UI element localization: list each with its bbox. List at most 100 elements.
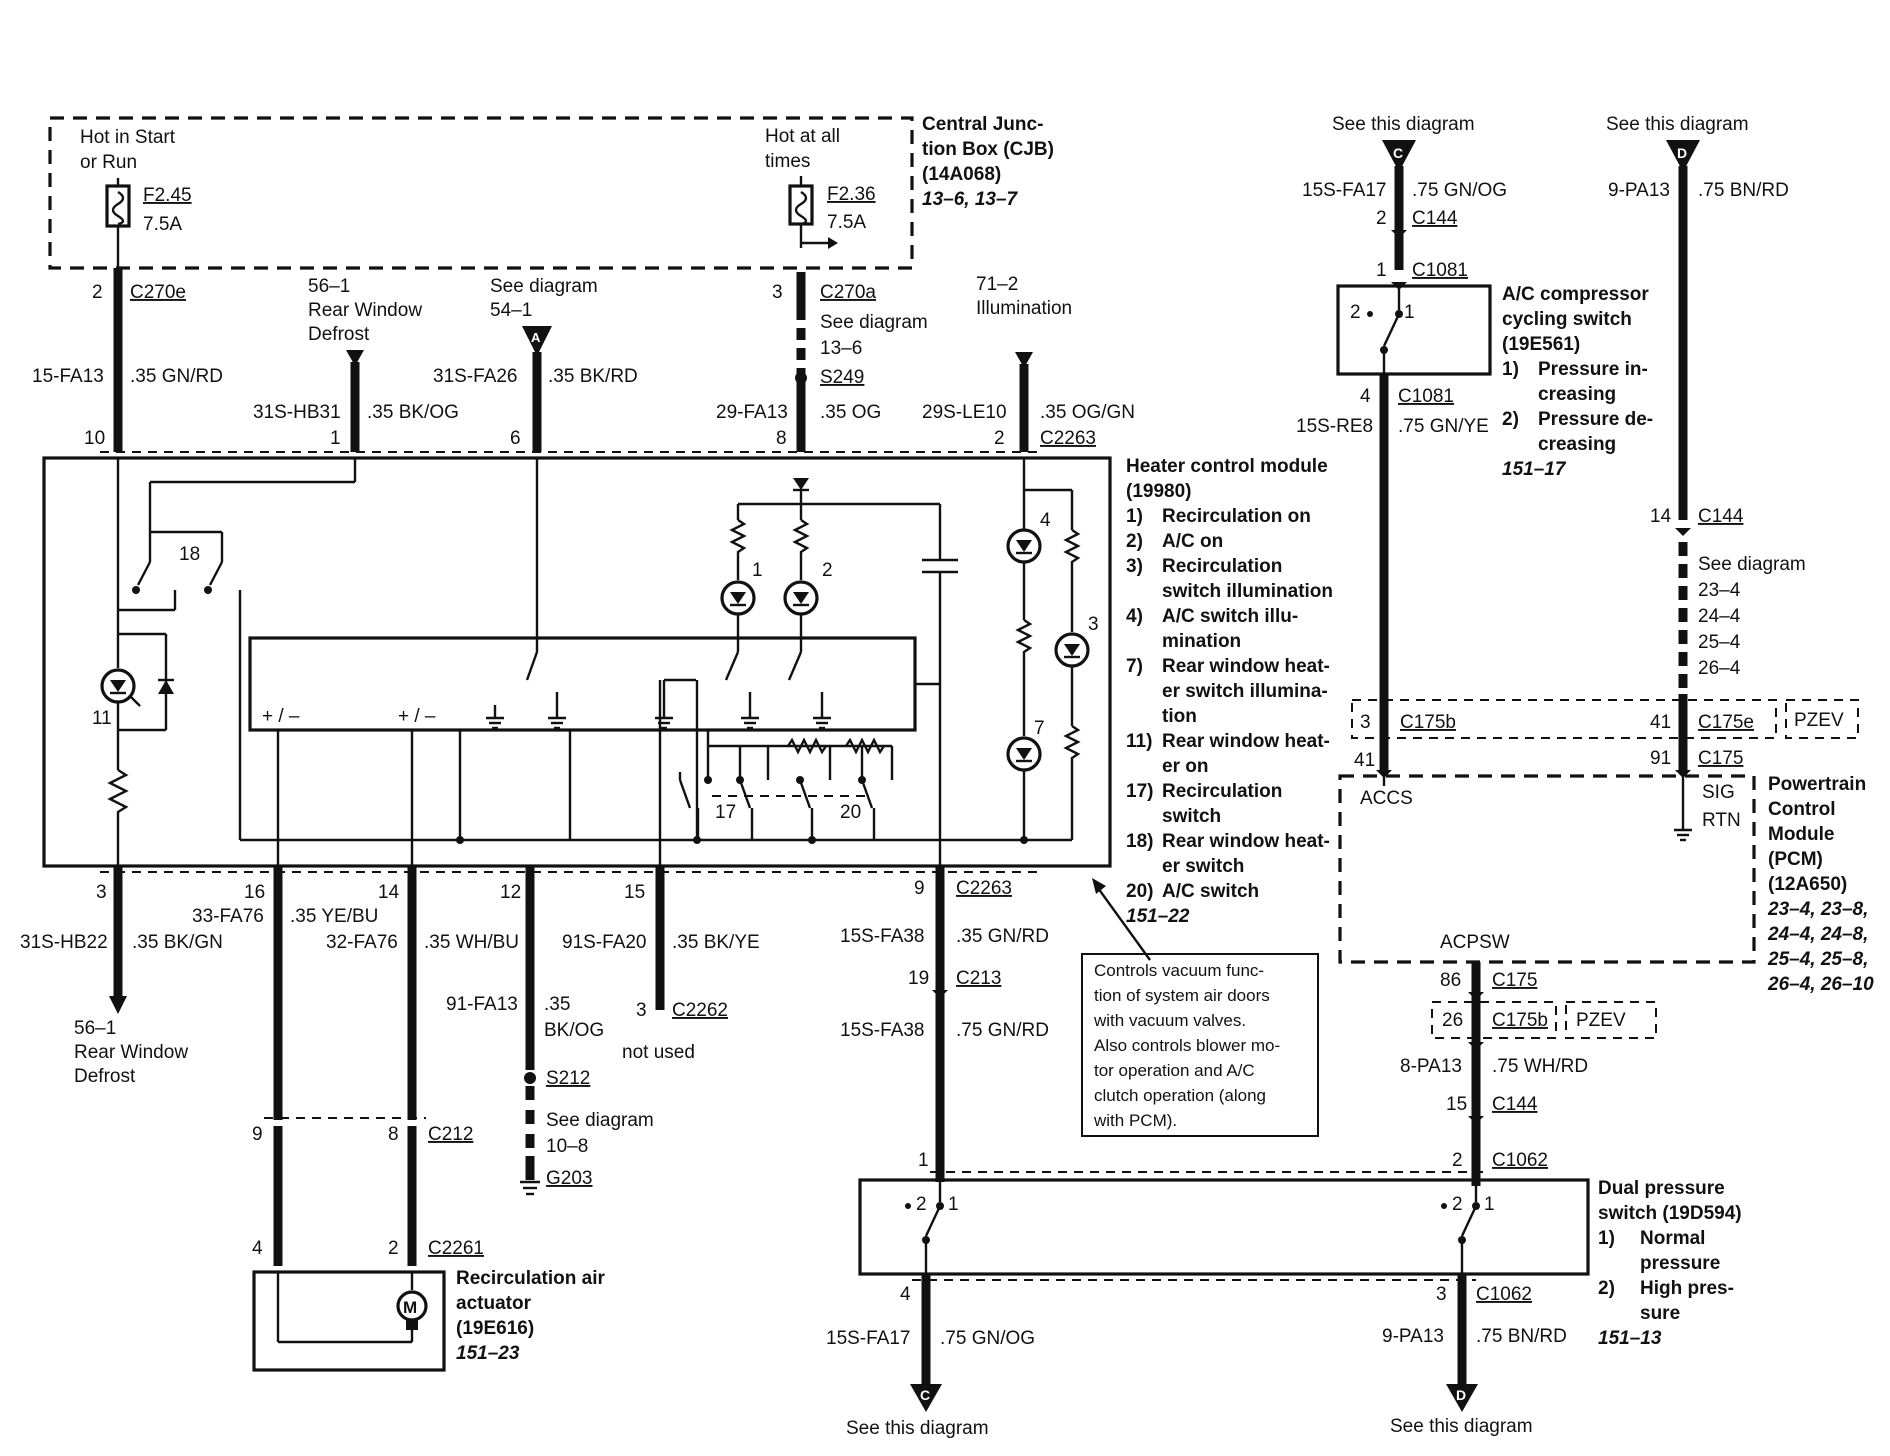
hcm-title: Heater control module — [1126, 456, 1328, 477]
circuit-label: 33-FA76 — [192, 906, 264, 927]
recirculation-air-actuator: M Recirculation air actuator (19E616) 15… — [252, 1268, 605, 1372]
wire-15s-re8: 4 C1081 15S-RE8 .75 GN/YE — [1296, 374, 1489, 770]
circuit-label: 15S-RE8 — [1296, 416, 1373, 437]
connector-c1081: C1081 — [1412, 260, 1468, 281]
legend-item-number: 20) — [1126, 881, 1153, 902]
lamp-4-label: 4 — [1040, 510, 1051, 531]
heater-control-module: 18 11 + / – + / – — [42, 456, 1112, 868]
pin-label: 3 — [1436, 1284, 1447, 1305]
legend-item-text: switch illumination — [1162, 581, 1333, 602]
lamp-7: 7 — [1006, 718, 1045, 772]
see-diagram-ref: 26–4 — [1698, 658, 1741, 679]
hcm-part-number: (19980) — [1126, 481, 1192, 502]
wire-9-pa13-bottom: 3 C1062 9-PA13 .75 BN/RD D See this diag… — [1382, 1274, 1567, 1437]
wire-15s-fa38: 9 C2263 15S-FA38 .35 GN/RD 19 C213 15S-F… — [840, 866, 1049, 1182]
legend-item-text: Recirculation on — [1162, 506, 1311, 527]
legend-item-text: switch — [1162, 806, 1221, 827]
hcm-note-box: Controls vacuum func- tion of system air… — [1081, 953, 1319, 1137]
legend-item-text: A/C switch — [1162, 881, 1259, 902]
legend-item-text: tion — [1162, 706, 1197, 727]
wire-9-pa13-top: See this diagram D 9-PA13 .75 BN/RD 14 C… — [1606, 114, 1806, 770]
see-diagram-ref: 13–6 — [820, 338, 862, 359]
rear-window-defrost-label: Rear Window — [74, 1042, 188, 1063]
switch-17-label: 17 — [715, 802, 736, 823]
connector-c144: C144 — [1492, 1094, 1538, 1115]
lamp-4: 4 — [1006, 510, 1051, 564]
wire-color-label: .75 GN/YE — [1398, 416, 1489, 437]
fuse-f2-45-id: F2.45 — [143, 185, 192, 206]
legend-item-text: er switch — [1162, 856, 1244, 877]
rear-window-defrost-ref: 56–1 — [74, 1018, 116, 1039]
circuit-label: 29-FA13 — [716, 402, 788, 423]
pcm-title-3: Module — [1768, 824, 1835, 845]
connector-c175: C175 — [1698, 748, 1743, 769]
hot-at-all-times-label-2: times — [765, 151, 810, 172]
legend-item-text: Recirculation — [1162, 556, 1282, 577]
see-diagram-ref: 25–4 — [1698, 632, 1741, 653]
circuit-label: 15-FA13 — [32, 366, 104, 387]
see-diagram-ref: 23–4 — [1698, 580, 1741, 601]
circuit-label: 15S-FA17 — [826, 1328, 911, 1349]
switch-position-label: 2 — [1350, 302, 1361, 323]
legend-item-text: Rear window heat- — [1162, 656, 1330, 677]
fuse-f2-36: F2.36 7.5A — [788, 176, 876, 249]
illumination-label: Illumination — [976, 298, 1072, 319]
legend-item-text: Normal — [1640, 1228, 1705, 1249]
pin-label: 2 — [92, 282, 103, 303]
connector-c175b: C175b — [1492, 1010, 1548, 1031]
central-junction-box: Hot in Start or Run Hot at all times F2.… — [48, 114, 1054, 270]
connector-c1062: C1062 — [1492, 1150, 1548, 1171]
pin-label: 3 — [96, 882, 107, 903]
switch-position-label: 1 — [948, 1194, 959, 1215]
legend-item-number: 2) — [1598, 1278, 1615, 1299]
switch-position-label: 1 — [1484, 1194, 1495, 1215]
pcm-part-number: (12A650) — [1768, 874, 1847, 895]
lamp-1-label: 1 — [752, 560, 763, 581]
cjb-title: Central Junc- — [922, 114, 1043, 135]
note-line: with vacuum valves. — [1093, 1011, 1246, 1030]
pin-label: 19 — [908, 968, 929, 989]
wire-color-label: .35 BK/OG — [367, 402, 459, 423]
legend-item-number: 18) — [1126, 831, 1153, 852]
circuit-label: 32-FA76 — [326, 932, 398, 953]
acsw-title: A/C compressor — [1502, 284, 1649, 305]
note-line: with PCM). — [1093, 1111, 1177, 1130]
connector-c2261: C2261 — [428, 1238, 484, 1259]
lamp-7-label: 7 — [1034, 718, 1045, 739]
legend-item-number: 4) — [1126, 606, 1143, 627]
pcm-reference: 26–4, 26–10 — [1767, 974, 1874, 995]
legend-item-number: 1) — [1598, 1228, 1615, 1249]
switch-position-label: 2 — [1452, 1194, 1463, 1215]
circuit-label: 31S-HB31 — [253, 402, 341, 423]
hot-in-start-label-2: or Run — [80, 152, 137, 173]
fuse-f2-36-id: F2.36 — [827, 184, 876, 205]
legend-item-text: Rear window heat- — [1162, 831, 1330, 852]
actuator-title-2: actuator — [456, 1293, 532, 1314]
pin-label: 4 — [1360, 386, 1371, 407]
pzev-connector-row: 3 C175b 41 C175e PZEV 41 91 C175 — [1351, 699, 1859, 778]
hot-at-all-times-label: Hot at all — [765, 126, 840, 147]
connector-c2263: C2263 — [956, 878, 1012, 899]
wire-color-label: .35 YE/BU — [290, 906, 378, 927]
legend-item-number: 7) — [1126, 656, 1143, 677]
note-line: Controls vacuum func- — [1094, 961, 1264, 980]
pin-label: 9 — [252, 1124, 263, 1145]
acsw-reference: 151–17 — [1502, 459, 1567, 480]
connector-c144: C144 — [1698, 506, 1744, 527]
splice-s249: S249 — [820, 367, 864, 388]
motor-symbol: M — [403, 1298, 417, 1317]
pin-label: 10 — [84, 428, 105, 449]
connector-d-letter: D — [1677, 145, 1687, 161]
lamp-3-label: 3 — [1088, 614, 1099, 635]
hot-in-start-label: Hot in Start — [80, 127, 176, 148]
lamp-11: 11 — [92, 632, 174, 866]
hcm-reference: 151–22 — [1126, 906, 1190, 927]
switch-position-label: 2 — [916, 1194, 927, 1215]
connector-c175b: C175b — [1400, 712, 1456, 733]
lamp-11-label: 11 — [92, 708, 112, 729]
pcm-acpsw-pin: ACPSW — [1440, 932, 1510, 953]
connector-c212: C212 — [428, 1124, 473, 1145]
pin-label: 2 — [994, 428, 1005, 449]
wire-31s-fa26: See diagram 54–1 A 31S-FA26 .35 BK/RD 6 — [433, 276, 638, 452]
wire-color-label: .75 WH/RD — [1492, 1056, 1588, 1077]
